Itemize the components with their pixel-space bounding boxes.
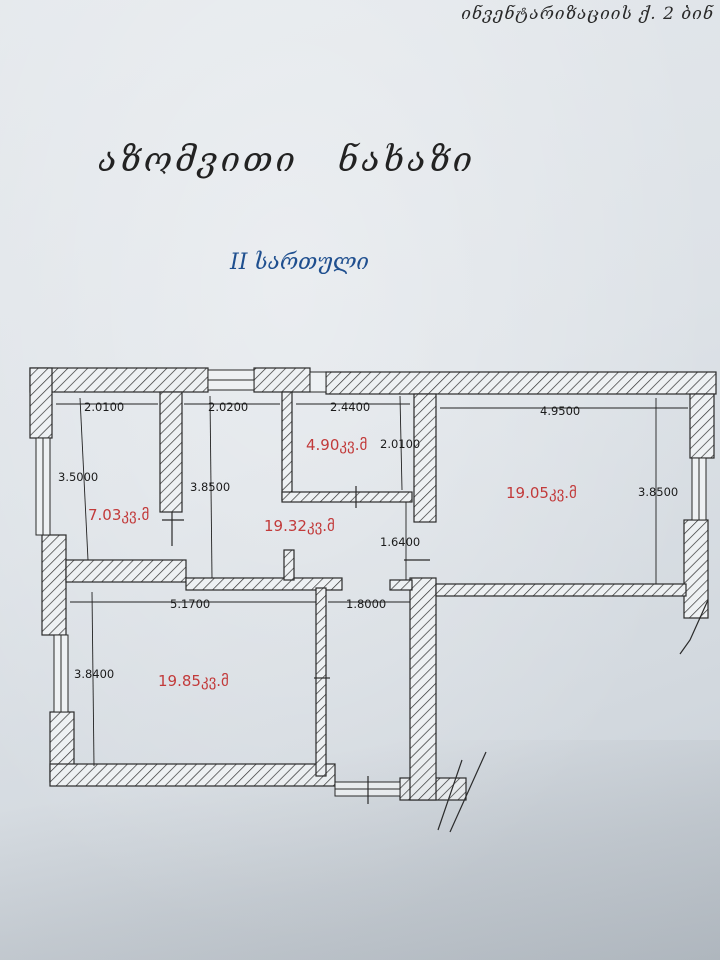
header-note: ინვენტარიზაციის ქ. 2 ბინ — [461, 4, 714, 24]
wall-central-lower — [409, 577, 437, 801]
wall-left-upper — [29, 367, 53, 439]
dim-bath-width: 2.4400 — [330, 400, 370, 414]
dimension-labels: 2.0100 3.5000 2.0200 3.8500 2.4400 2.010… — [58, 400, 678, 681]
wall-top-left — [29, 367, 209, 393]
floor-label: II სართული — [230, 250, 369, 275]
area-right-room: 19.05კვ.მ — [506, 484, 577, 502]
wall-right-lower — [683, 519, 709, 619]
wall-stub — [283, 549, 295, 581]
dim-passage: 1.8000 — [346, 597, 386, 611]
dim-corridor: 1.6400 — [380, 535, 420, 549]
wall-top-right — [325, 371, 717, 395]
dim-bath-height: 2.0100 — [380, 437, 420, 451]
wall-bottom-left — [49, 763, 336, 787]
break-line-right — [679, 599, 709, 655]
break-line-bottom — [437, 759, 463, 831]
walls — [29, 367, 717, 801]
wall-central-upper — [413, 393, 437, 523]
wall-left-mid — [41, 534, 67, 636]
wall-small-room-bottom — [65, 559, 187, 583]
openings — [35, 369, 707, 797]
area-small-room: 7.03კვ.მ — [88, 506, 149, 524]
break-line-bottom-2 — [449, 751, 487, 833]
break-lines — [437, 599, 709, 833]
dim-hall-height: 3.8500 — [190, 480, 230, 494]
dim-line-room1-h — [79, 397, 89, 561]
window-top-2 — [309, 371, 327, 393]
wall-hall-bottom — [185, 577, 343, 591]
wall-right-room-bottom — [435, 583, 687, 597]
wall-bath-bottom — [281, 491, 413, 503]
area-hall: 19.32კვ.მ — [264, 517, 335, 535]
dim-line-hall-h — [209, 395, 213, 579]
area-labels: 7.03კვ.მ 19.32კვ.მ 4.90კვ.მ 19.05კვ.მ 19… — [88, 436, 577, 690]
dim-right-room-width: 4.9500 — [540, 404, 580, 418]
wall-bath-left — [281, 391, 293, 501]
dimension-lines — [56, 395, 688, 767]
dim-bottom-room-width: 5.1700 — [170, 597, 210, 611]
dim-room1-height: 3.5000 — [58, 470, 98, 484]
dim-line-bottom-h — [91, 591, 95, 767]
wall-small-room-right — [159, 391, 183, 513]
wall-passage-left — [315, 587, 327, 777]
area-bottom-room: 19.85კვ.მ — [158, 672, 229, 690]
wall-stub-2 — [389, 579, 413, 591]
dim-room1-width: 2.0100 — [84, 400, 124, 414]
wall-top-mid — [253, 367, 311, 393]
dim-hall-width: 2.0200 — [208, 400, 248, 414]
dim-right-room-height: 3.8500 — [638, 485, 678, 499]
area-bathroom: 4.90კვ.მ — [306, 436, 367, 454]
door-ticks — [162, 486, 430, 804]
wall-right-upper — [689, 393, 715, 459]
dim-line-bath-h — [399, 395, 403, 491]
page-title: აზომვითი ნახაზი — [98, 140, 476, 180]
dim-bottom-room-height: 3.8400 — [74, 667, 114, 681]
